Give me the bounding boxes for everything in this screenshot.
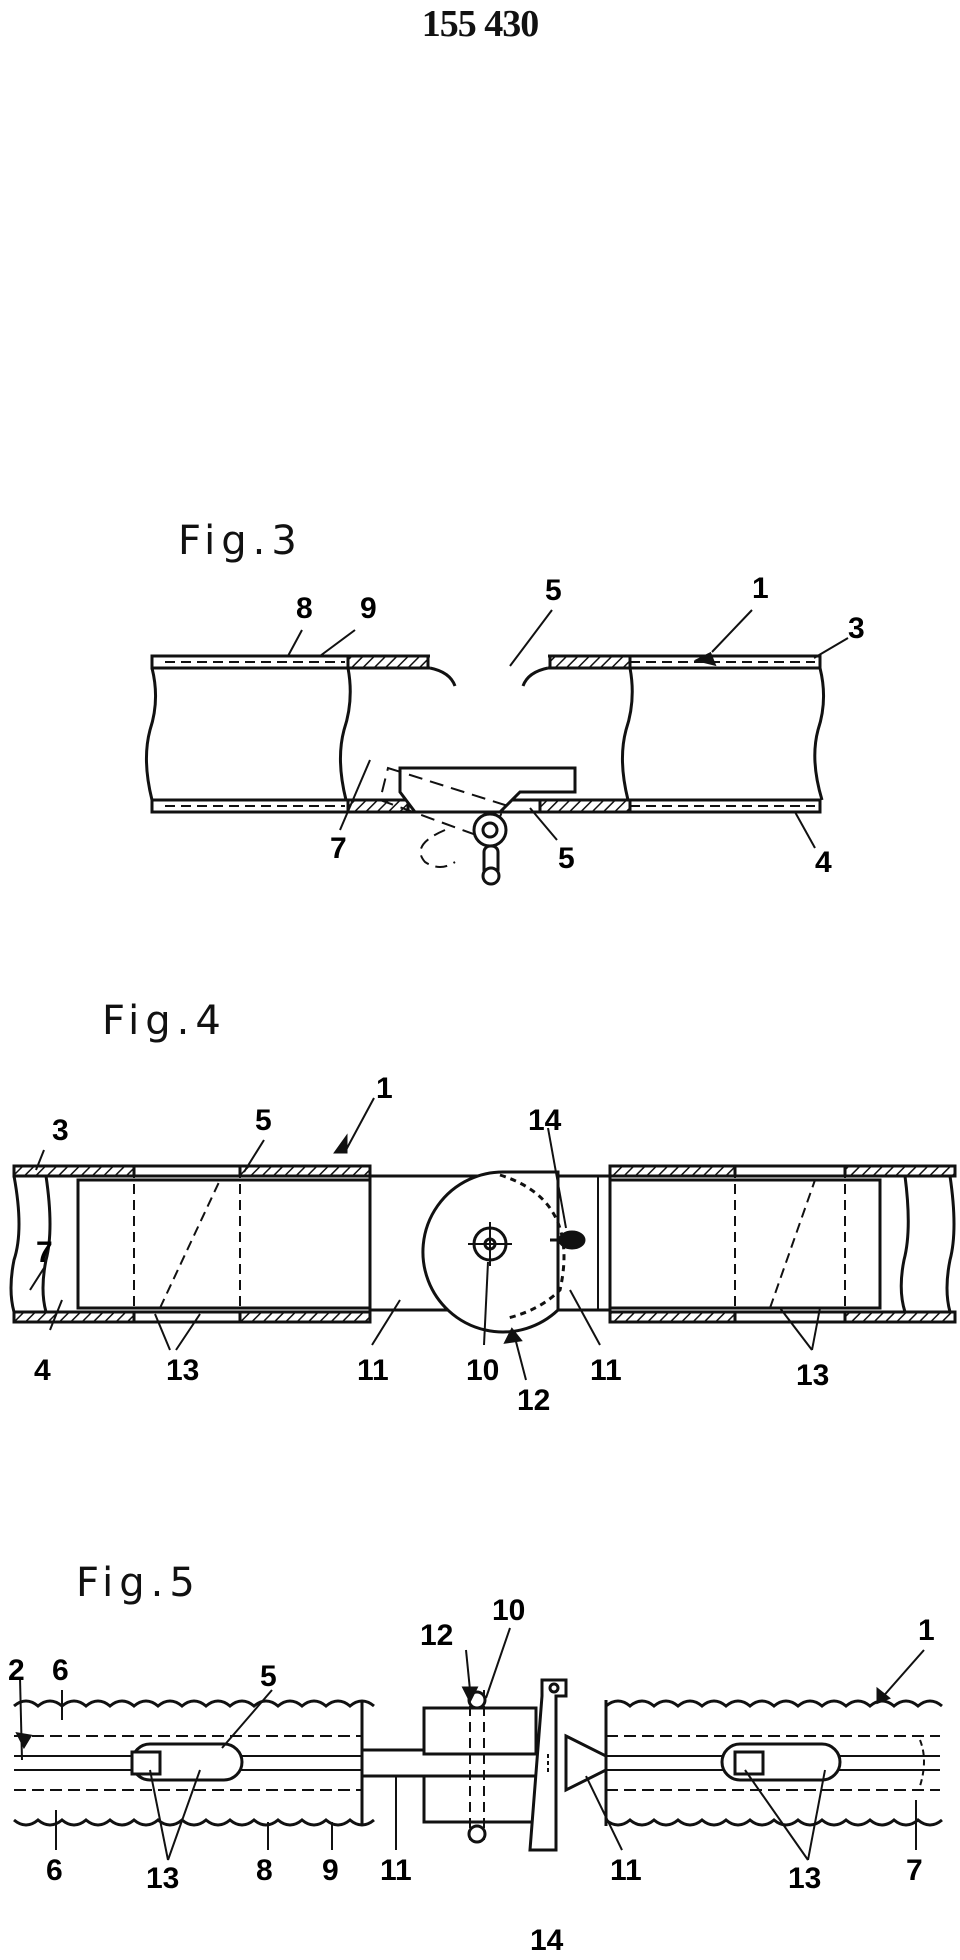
fig3-swing-arc bbox=[419, 829, 456, 868]
fig4-label-4: 4 bbox=[34, 1354, 51, 1387]
fig5-label-13-right: 13 bbox=[788, 1862, 821, 1895]
fig3-label-5-top: 5 bbox=[545, 574, 562, 607]
fig5-coupling-lower bbox=[422, 1774, 538, 1824]
fig4-label-10: 10 bbox=[466, 1354, 499, 1387]
fig3-break-right bbox=[813, 667, 825, 801]
fig5-right-corrugated-bottom bbox=[605, 1818, 943, 1827]
fig5-label-11-left: 11 bbox=[380, 1854, 412, 1887]
fig4-label-11-left: 11 bbox=[357, 1354, 389, 1387]
fig5-right-corrugated-top bbox=[605, 1699, 943, 1708]
figure-4-drawing bbox=[9, 1097, 957, 1381]
fig4-label-11-right: 11 bbox=[590, 1354, 622, 1387]
figure-5-title: Fig.5 bbox=[76, 1560, 201, 1606]
fig3-break-mid-left bbox=[338, 667, 352, 801]
fig5-label-10: 10 bbox=[492, 1594, 525, 1627]
fig5-label-6-top: 6 bbox=[52, 1654, 69, 1687]
figure-5-labels: 2 6 5 12 10 1 6 13 8 9 11 14 11 13 7 bbox=[8, 1594, 935, 1957]
fig3-label-1: 1 bbox=[752, 572, 769, 605]
fig3-opening-lip-left bbox=[429, 666, 457, 687]
fig3-pivot-inner bbox=[481, 821, 499, 839]
fig5-label-5: 5 bbox=[260, 1660, 277, 1693]
fig5-label-9: 9 bbox=[322, 1854, 339, 1887]
fig4-label-14: 14 bbox=[528, 1104, 562, 1137]
fig4-label-13-right: 13 bbox=[796, 1359, 829, 1392]
fig4-label-7: 7 bbox=[36, 1236, 53, 1269]
figure-3-title: Fig.3 bbox=[178, 518, 303, 564]
fig4-label-3: 3 bbox=[52, 1114, 69, 1147]
fig3-pivot-outer bbox=[472, 812, 508, 848]
fig4-ratchet-teeth bbox=[499, 1173, 566, 1320]
fig3-break-mid-right bbox=[620, 667, 634, 801]
figure-4-title: Fig.4 bbox=[102, 998, 227, 1044]
figure-5-drawing bbox=[13, 1627, 943, 1861]
fig5-label-13-left: 13 bbox=[146, 1862, 179, 1895]
fig3-label-3: 3 bbox=[848, 612, 865, 645]
fig3-hatch-bottom-left bbox=[346, 798, 410, 814]
fig5-taper bbox=[564, 1733, 608, 1793]
fig4-right-insert bbox=[608, 1178, 882, 1310]
fig3-tool-body bbox=[398, 766, 577, 814]
fig5-label-11-right: 11 bbox=[610, 1854, 642, 1887]
fig5-label-8: 8 bbox=[256, 1854, 273, 1887]
fig3-label-5-bottom: 5 bbox=[558, 842, 575, 875]
fig3-label-8: 8 bbox=[296, 592, 313, 625]
fig5-label-2: 2 bbox=[8, 1654, 25, 1687]
fig4-pawl bbox=[558, 1230, 586, 1250]
fig5-label-7: 7 bbox=[906, 1854, 923, 1887]
fig4-right-slot-diagonal bbox=[769, 1179, 816, 1309]
fig3-hatch-bottom-right bbox=[538, 798, 632, 814]
fig5-label-1: 1 bbox=[918, 1614, 935, 1647]
figure-3-labels: 8 9 5 1 3 7 5 4 bbox=[296, 572, 865, 879]
fig3-hatch-top-right bbox=[548, 654, 632, 670]
fig5-label-12: 12 bbox=[420, 1619, 453, 1652]
fig4-label-5: 5 bbox=[255, 1104, 272, 1137]
fig4-label-12: 12 bbox=[517, 1384, 550, 1417]
fig3-label-7: 7 bbox=[330, 832, 347, 865]
fig4-label-1: 1 bbox=[376, 1072, 393, 1105]
fig3-opening-lip-right bbox=[521, 666, 549, 687]
fig4-label-13-left: 13 bbox=[166, 1354, 199, 1387]
fig5-coupling-upper bbox=[422, 1706, 538, 1756]
fig5-label-6-bottom: 6 bbox=[46, 1854, 63, 1887]
fig3-label-4: 4 bbox=[815, 846, 832, 879]
figure-4-labels: 3 5 1 14 7 4 13 11 10 12 11 13 bbox=[34, 1072, 829, 1417]
fig5-label-14: 14 bbox=[530, 1924, 564, 1957]
fig3-hatch-top-left bbox=[346, 654, 430, 670]
figure-3-drawing bbox=[144, 609, 849, 886]
fig5-left-corrugated-bottom bbox=[13, 1818, 375, 1827]
fig4-left-insert bbox=[76, 1178, 372, 1310]
fig3-label-9: 9 bbox=[360, 592, 377, 625]
fig3-break-left bbox=[144, 667, 157, 801]
fig5-left-corrugated-top bbox=[13, 1699, 375, 1708]
fig4-left-slot-diagonal bbox=[159, 1179, 221, 1309]
document-number: 155 430 bbox=[421, 3, 540, 45]
